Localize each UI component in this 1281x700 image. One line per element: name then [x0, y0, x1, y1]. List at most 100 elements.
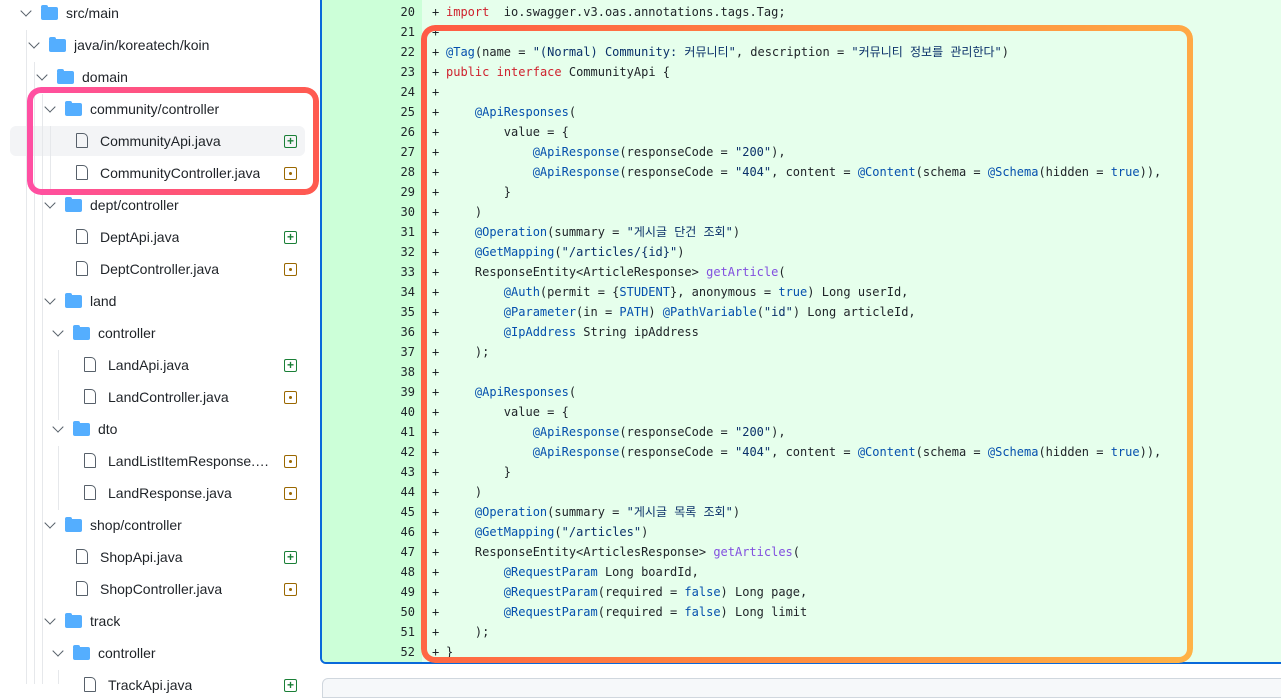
chevron-down-icon[interactable]: [28, 37, 40, 49]
line-number[interactable]: 46: [400, 525, 415, 539]
tree-folder[interactable]: controller: [0, 638, 305, 668]
next-file-diff-header[interactable]: [322, 678, 1281, 698]
chevron-down-icon[interactable]: [20, 5, 32, 17]
code-token: STUDENT: [619, 285, 670, 299]
code-token: [446, 325, 504, 339]
tree-indent-guide: [26, 30, 27, 684]
code-text: @RequestParam(required = false) Long pag…: [446, 582, 807, 602]
diff-line: 49+ @RequestParam(required = false) Long…: [322, 582, 1281, 602]
line-number[interactable]: 26: [400, 125, 415, 139]
line-number-gutter: [322, 0, 422, 662]
line-number[interactable]: 49: [400, 585, 415, 599]
tree-folder[interactable]: land: [0, 286, 305, 316]
code-token: [489, 65, 496, 79]
chevron-down-icon[interactable]: [44, 517, 56, 529]
diff-line: 28+ @ApiResponse(responseCode = "404", c…: [322, 162, 1281, 182]
chevron-down-icon[interactable]: [52, 325, 64, 337]
tree-file[interactable]: LandResponse.java: [0, 478, 305, 508]
diff-added-marker: +: [432, 305, 440, 319]
chevron-down-icon[interactable]: [44, 197, 56, 209]
line-number[interactable]: 47: [400, 545, 415, 559]
tree-file[interactable]: TrackApi.java+: [0, 670, 305, 700]
chevron-down-icon[interactable]: [44, 613, 56, 625]
line-number[interactable]: 35: [400, 305, 415, 319]
tree-folder[interactable]: dept/controller: [0, 190, 305, 220]
diff-line: 47+ ResponseEntity<ArticlesResponse> get…: [322, 542, 1281, 562]
tree-folder[interactable]: shop/controller: [0, 510, 305, 540]
code-token: }: [446, 465, 512, 479]
code-token: "/articles/{id}": [561, 245, 678, 259]
diff-added-marker: +: [432, 365, 440, 379]
line-number[interactable]: 44: [400, 485, 415, 499]
line-number[interactable]: 37: [400, 345, 415, 359]
line-number[interactable]: 29: [400, 185, 415, 199]
line-number[interactable]: 32: [400, 245, 415, 259]
tree-folder[interactable]: track: [0, 606, 305, 636]
code-token: (summary =: [547, 225, 627, 239]
tree-file[interactable]: DeptApi.java+: [0, 222, 305, 252]
line-number[interactable]: 48: [400, 565, 415, 579]
code-token: ): [677, 245, 685, 259]
line-number[interactable]: 42: [400, 445, 415, 459]
tree-file[interactable]: ShopApi.java+: [0, 542, 305, 572]
line-number[interactable]: 28: [400, 165, 415, 179]
line-number[interactable]: 34: [400, 285, 415, 299]
line-number[interactable]: 31: [400, 225, 415, 239]
tree-file[interactable]: LandController.java: [0, 382, 305, 412]
line-number[interactable]: 21: [400, 25, 415, 39]
tree-file[interactable]: CommunityApi.java+: [10, 126, 305, 156]
tree-file[interactable]: LandApi.java+: [0, 350, 305, 380]
line-number[interactable]: 51: [400, 625, 415, 639]
line-number[interactable]: 39: [400, 385, 415, 399]
diff-added-marker: +: [432, 245, 440, 259]
code-token: }: [446, 645, 454, 659]
tree-folder[interactable]: controller: [0, 318, 305, 348]
line-number[interactable]: 36: [400, 325, 415, 339]
diff-added-marker: +: [432, 465, 440, 479]
tree-folder[interactable]: community/controller: [0, 94, 305, 124]
tree-item-label: LandApi.java: [108, 357, 189, 373]
folder-icon: [65, 613, 82, 628]
chevron-down-icon[interactable]: [52, 421, 64, 433]
tree-item-label: controller: [98, 645, 156, 661]
line-number[interactable]: 24: [400, 85, 415, 99]
line-number[interactable]: 50: [400, 605, 415, 619]
line-number[interactable]: 52: [400, 645, 415, 659]
file-modified-icon: [284, 486, 297, 500]
tree-indent-guide: [42, 94, 43, 684]
code-text: ): [446, 482, 482, 502]
diff-line: 50+ @RequestParam(required = false) Long…: [322, 602, 1281, 622]
line-number[interactable]: 41: [400, 425, 415, 439]
diff-added-marker: +: [432, 105, 440, 119]
line-number[interactable]: 38: [400, 365, 415, 379]
line-number[interactable]: 45: [400, 505, 415, 519]
line-number[interactable]: 20: [400, 5, 415, 19]
chevron-down-icon[interactable]: [36, 69, 48, 81]
tree-folder[interactable]: src/main: [0, 0, 305, 28]
chevron-down-icon[interactable]: [44, 293, 56, 305]
tree-file[interactable]: DeptController.java: [0, 254, 305, 284]
line-number[interactable]: 40: [400, 405, 415, 419]
tree-file[interactable]: LandListItemResponse.java: [0, 446, 305, 476]
tree-folder[interactable]: domain: [0, 62, 305, 92]
line-number[interactable]: 33: [400, 265, 415, 279]
diff-line: 20+import io.swagger.v3.oas.annotations.…: [322, 2, 1281, 22]
tree-folder[interactable]: java/in/koreatech/koin: [0, 30, 305, 60]
code-text: @Tag(name = "(Normal) Community: 커뮤니티", …: [446, 42, 1009, 62]
tree-file[interactable]: CommunityController.java: [0, 158, 305, 188]
tree-folder[interactable]: dto: [0, 414, 305, 444]
tree-item-label: community/controller: [90, 101, 220, 117]
line-number[interactable]: 22: [400, 45, 415, 59]
chevron-down-icon[interactable]: [44, 101, 56, 113]
tree-item-label: shop/controller: [90, 517, 182, 533]
chevron-down-icon[interactable]: [52, 645, 64, 657]
line-number[interactable]: 27: [400, 145, 415, 159]
folder-icon: [73, 421, 90, 436]
line-number[interactable]: 43: [400, 465, 415, 479]
line-number[interactable]: 30: [400, 205, 415, 219]
line-number[interactable]: 25: [400, 105, 415, 119]
tree-file[interactable]: ShopController.java: [0, 574, 305, 604]
code-token: @IpAddress: [503, 325, 577, 339]
code-token: "200": [735, 425, 772, 439]
line-number[interactable]: 23: [400, 65, 415, 79]
